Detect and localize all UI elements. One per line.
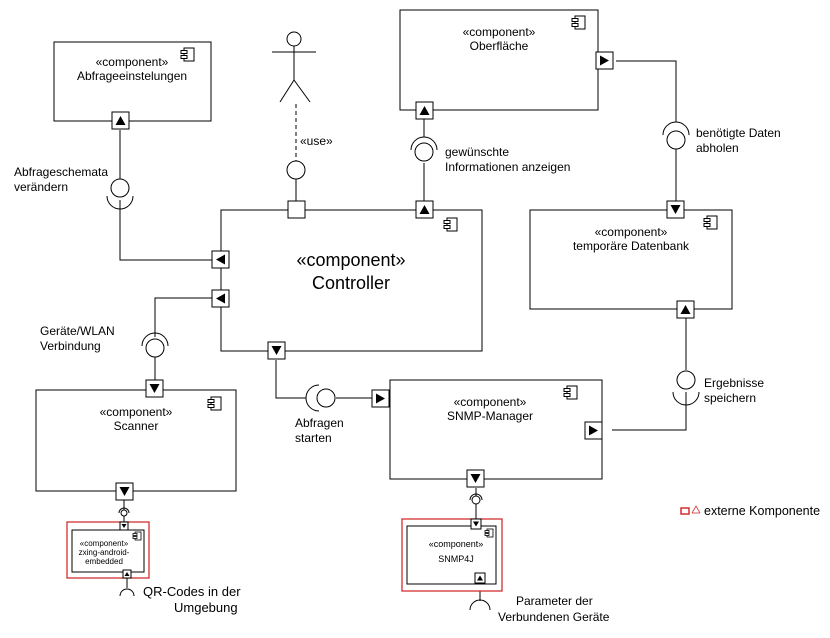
stereotype-label: «component» [80,539,129,548]
interface-ball [120,509,128,517]
component-name: Oberfläche [470,39,529,53]
label-abfragen: starten [295,431,332,445]
stereotype-label: «component» [454,395,527,409]
component-name: temporäre Datenbank [573,239,690,253]
interface-ball [414,142,434,162]
stereotype-label: «component» [595,225,668,239]
legend: externe Komponente [680,504,820,518]
legend-glyph-icon [691,505,701,514]
label-parameter: Parameter der [516,594,593,608]
component-name: embedded [85,557,123,566]
component-zxing-external[interactable]: «component» zxing-android- embedded [66,521,150,579]
interface-ball [676,370,696,390]
use-label: «use» [300,134,333,148]
stereotype-label: «component» [463,25,536,39]
label-gewuenschte: gewünschte [445,145,509,159]
stereotype-label: «component» [296,250,405,270]
label-abfrageschemata: Abfrageschemata [14,165,108,179]
ports [111,51,695,584]
legend-text: externe Komponente [704,504,820,518]
component-scanner[interactable]: «component» Scanner [35,389,237,492]
interface-ball [316,388,336,408]
component-temporaere-datenbank[interactable]: «component» temporäre Datenbank [529,209,733,310]
label-parameter: Verbundenen Geräte [498,610,610,624]
interface-ball [145,338,165,358]
label-geraete: Verbindung [40,339,101,353]
label-ergebnisse: speichern [704,391,756,405]
label-gewuenschte: Informationen anzeigen [445,160,570,174]
interface-ball [666,130,686,150]
label-abfragen: Abfragen [295,416,344,430]
component-controller[interactable]: «component» Controller [220,209,483,352]
interfaces [106,121,700,611]
component-oberflaeche[interactable]: «component» Oberfläche [399,9,599,111]
actor-figure [272,31,316,103]
component-snmp-manager[interactable]: «component» SNMP-Manager [389,379,603,480]
label-qr: Umgebung [174,600,238,615]
legend-swatch [680,507,690,515]
interface-ball [471,495,481,505]
label-qr: QR-Codes in der [143,584,241,599]
label-geraete: Geräte/WLAN [40,324,115,338]
stereotype-label: «component» [96,55,169,69]
stereotype-label: «component» [100,405,173,419]
component-name: Scanner [114,419,159,433]
component-name: zxing-android- [79,548,130,557]
interface-labels: «use» Abfrageschemata verändern gewünsch… [14,126,781,624]
label-benoetigte: benötigte Daten [696,126,781,140]
component-name: Controller [312,273,390,293]
component-abfrageeinstellungen[interactable]: «component» Abfrageeinstelungen [53,41,212,122]
label-ergebnisse: Ergebnisse [704,376,764,390]
component-name: SNMP-Manager [447,409,533,423]
label-abfrageschemata: verändern [14,180,68,194]
use-ball [286,160,306,180]
label-benoetigte: abholen [696,141,739,155]
component-snmp4j-external[interactable]: «component» SNMP4J [401,518,503,592]
component-name: Abfrageeinstelungen [77,69,187,83]
interface-ball [110,178,130,198]
stereotype-label: «component» [429,539,484,549]
component-name: SNMP4J [438,554,474,564]
